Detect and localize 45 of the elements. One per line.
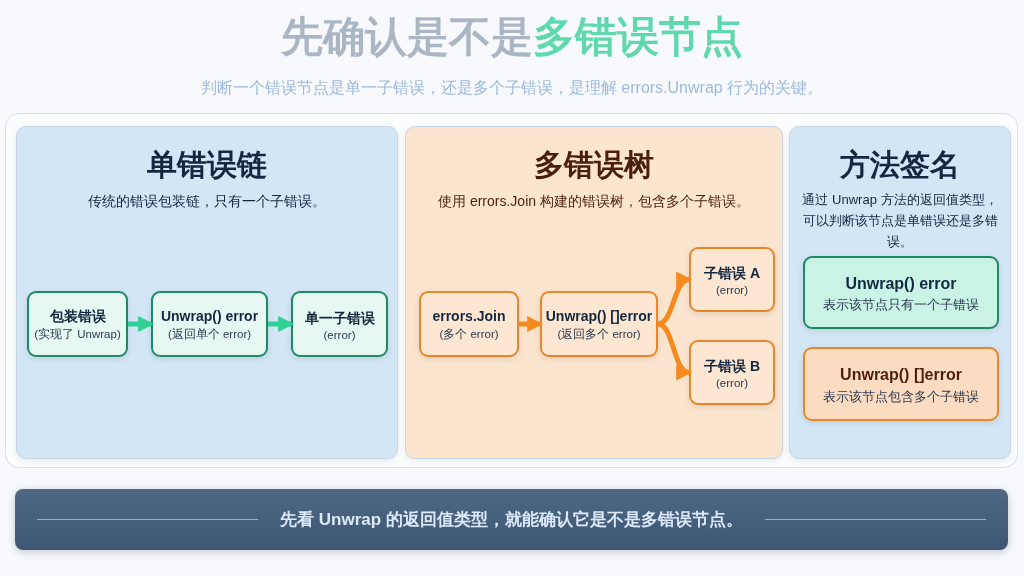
- title: 先确认是不是多错误节点: [281, 13, 743, 60]
- panel-description: 通过 Unwrap 方法的返回值类型，可以判断该节点是单错误还是多错误。: [801, 191, 999, 251]
- node-title: Unwrap() []error: [545, 307, 653, 326]
- node-subtitle: (实现了 Unwrap): [34, 327, 121, 342]
- summary-text: 先看 Unwrap 的返回值类型，就能确认它是不是多错误节点。: [280, 509, 743, 531]
- node-title: 单一子错误: [304, 308, 375, 328]
- node-subtitle: 表示该节点只有一个子错误: [823, 296, 979, 315]
- node-title: Unwrap() error: [845, 273, 957, 294]
- process-box: [27, 291, 128, 357]
- node-title: Unwrap() error: [160, 307, 259, 326]
- process-box: [419, 291, 519, 357]
- node-title: Unwrap() []error: [840, 365, 962, 386]
- node-subtitle: 表示该节点包含多个子错误: [823, 387, 979, 406]
- node-title: 子错误 B: [704, 357, 760, 376]
- node-title: 子错误 A: [704, 264, 760, 283]
- node-subtitle: (error): [323, 328, 356, 341]
- panel-heading: 多错误树: [534, 147, 654, 183]
- signature-card: [803, 256, 999, 329]
- arrow: [128, 316, 155, 332]
- process-box: [689, 247, 775, 312]
- section-panel: [16, 126, 398, 459]
- node-subtitle: (返回多个 error): [557, 327, 641, 342]
- node-title: errors.Join: [432, 307, 506, 326]
- signature-card: [803, 347, 999, 421]
- content-frame: [5, 113, 1018, 468]
- node-subtitle: (error): [716, 284, 748, 296]
- node-subtitle: (多个 error): [439, 327, 499, 342]
- panel-heading: 单错误链: [147, 147, 267, 183]
- node-title: 包装错误: [49, 307, 106, 326]
- summary-banner: [15, 489, 1008, 550]
- subtitle: 判断一个错误节点是单一子错误，还是多个子错误，是理解 errors.Unwrap 行为的关键。: [200, 79, 824, 96]
- process-box: [291, 291, 388, 357]
- process-box: [689, 340, 775, 405]
- arrow: [268, 316, 295, 332]
- arrow: [519, 316, 544, 332]
- arrow: [657, 274, 693, 327]
- process-box: [151, 291, 268, 357]
- process-box: [540, 291, 658, 357]
- section-panel: [789, 126, 1011, 459]
- panel-heading: 方法签名: [840, 147, 960, 183]
- panel-description: 使用 errors.Join 构建的错误树，包含多个子错误。: [437, 192, 751, 211]
- node-subtitle: (error): [716, 377, 748, 389]
- panel-description: 传统的错误包装链，只有一个子错误。: [87, 192, 327, 211]
- node-subtitle: (返回单个 error): [167, 327, 252, 342]
- section-panel: [405, 126, 783, 459]
